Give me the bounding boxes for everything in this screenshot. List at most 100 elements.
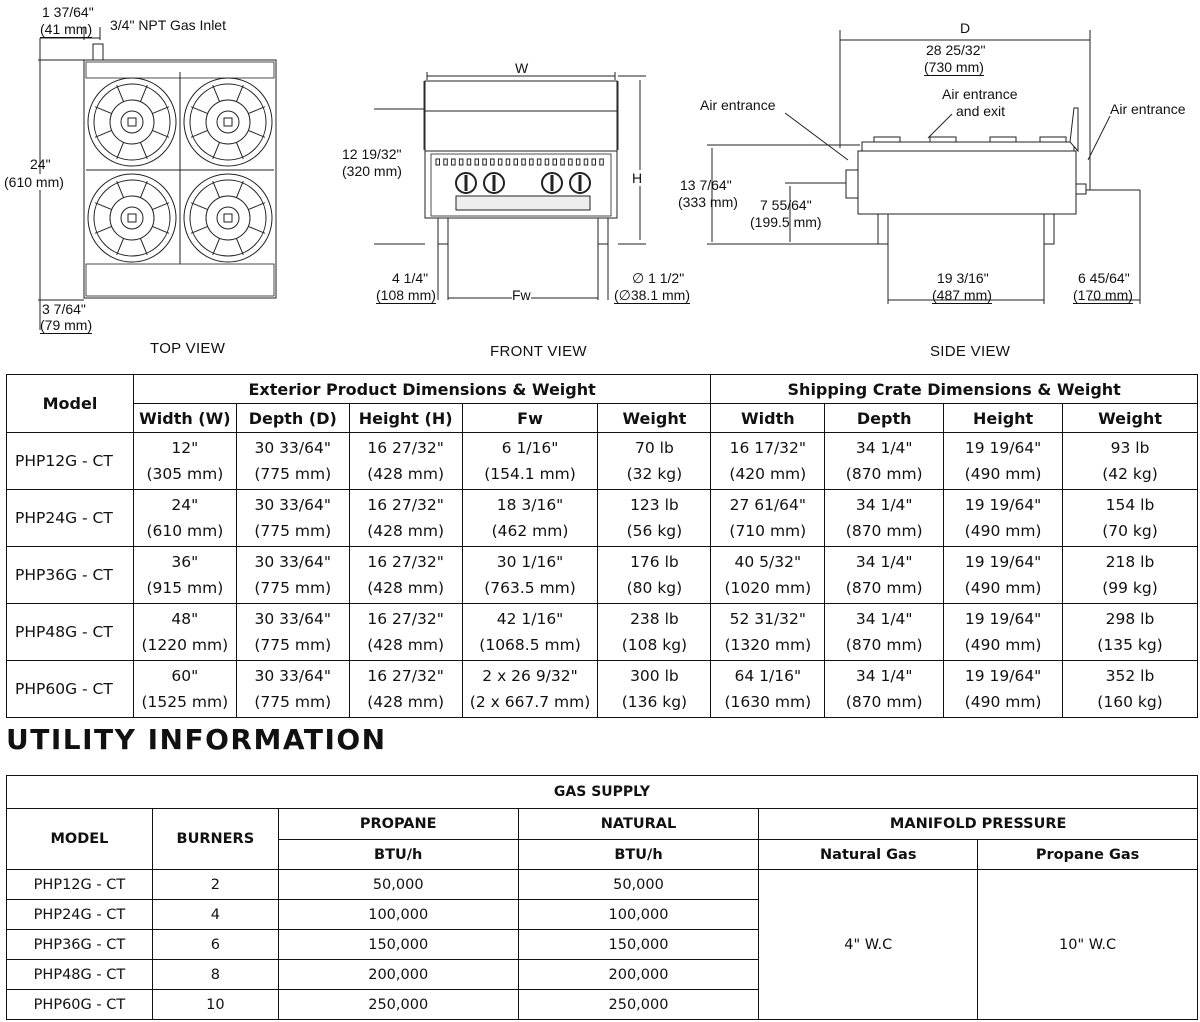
value-cell: 40 5/32"(1020 mm) xyxy=(710,546,826,604)
front-height-mm: (320 mm) xyxy=(342,163,402,179)
burner-grates xyxy=(87,77,273,263)
value-imperial: 16 27/32" xyxy=(367,553,444,571)
grate-bar xyxy=(929,136,957,143)
value-cell: 352 lb(160 kg) xyxy=(1062,660,1198,718)
value-cell: 48"(1220 mm) xyxy=(132,603,237,661)
side-base-inch: 19 3/16" xyxy=(937,270,989,286)
top-bottom-mm: (79 mm) xyxy=(40,317,93,334)
value-cell: 16 27/32"(428 mm) xyxy=(348,432,463,490)
value-imperial: 30 33/64" xyxy=(254,496,331,514)
value-imperial: 34 1/4" xyxy=(855,610,913,628)
value-imperial: 34 1/4" xyxy=(855,496,913,514)
value-cell: 19 19/64"(490 mm) xyxy=(943,546,1064,604)
vent-hole xyxy=(458,158,464,166)
value-cell: 64 1/16"(1630 mm) xyxy=(710,660,826,718)
side-rear-inch: 6 45/64" xyxy=(1078,270,1130,286)
value-metric: (870 mm) xyxy=(845,465,923,483)
value-metric: (136 kg) xyxy=(621,693,688,711)
sub-header: Weight xyxy=(1062,403,1198,433)
util-propane-cell: 200,000 xyxy=(277,959,519,990)
value-imperial: 238 lb xyxy=(630,610,679,628)
front-h-label: H xyxy=(632,170,643,186)
value-cell: 34 1/4"(870 mm) xyxy=(824,603,945,661)
value-metric: (490 mm) xyxy=(964,465,1042,483)
propane-header: PROPANE xyxy=(277,808,519,840)
value-imperial: 42 1/16" xyxy=(496,610,564,628)
vent-hole xyxy=(435,158,440,166)
vent-hole xyxy=(482,158,487,166)
value-metric: (1020 mm) xyxy=(724,579,812,597)
vent-hole xyxy=(529,158,534,166)
shipping-header: Shipping Crate Dimensions & Weight xyxy=(710,374,1198,404)
vent-hole xyxy=(583,158,589,166)
value-cell: 6 1/16"(154.1 mm) xyxy=(461,432,599,490)
value-metric: (490 mm) xyxy=(964,522,1042,540)
value-imperial: 30 33/64" xyxy=(254,553,331,571)
value-metric: (32 kg) xyxy=(626,465,683,483)
natural-gas-header: Natural Gas xyxy=(758,839,979,870)
value-imperial: 19 19/64" xyxy=(964,439,1042,457)
value-imperial: 18 3/16" xyxy=(496,496,564,514)
vent-hole xyxy=(544,158,550,166)
value-imperial: 218 lb xyxy=(1105,553,1155,571)
value-cell: 60" (1525 mm) xyxy=(132,660,237,718)
value-imperial: 16 27/32" xyxy=(367,667,444,685)
value-metric: (420 mm) xyxy=(729,465,807,483)
value-imperial: 176 lb xyxy=(630,553,679,571)
value-imperial: 19 19/64" xyxy=(964,610,1042,628)
inlet-offset-inch: 1 37/64" xyxy=(42,4,94,20)
value-cell: 30 1/16"(763.5 mm) xyxy=(461,546,599,604)
value-imperial: 19 19/64" xyxy=(964,667,1042,685)
side-view-label: SIDE VIEW xyxy=(930,343,1011,360)
value-imperial: 34 1/4" xyxy=(855,667,913,685)
value-metric: (428 mm) xyxy=(367,636,445,654)
side-height-mm: (333 mm) xyxy=(678,194,738,210)
value-metric: (462 mm) xyxy=(491,522,569,540)
value-cell: 30 33/64"(775 mm) xyxy=(235,660,350,718)
value-metric: (1220 mm) xyxy=(141,636,229,654)
util-model-cell: PHP60G - CT xyxy=(6,989,153,1020)
value-metric: (305 mm) xyxy=(146,465,224,483)
value-imperial: 16 27/32" xyxy=(367,610,444,628)
value-metric: (428 mm) xyxy=(367,579,445,597)
value-metric: (428 mm) xyxy=(367,693,445,711)
value-cell: 30 33/64"(775 mm) xyxy=(235,603,350,661)
value-metric: (1525 mm) xyxy=(141,693,229,711)
burner-icon xyxy=(87,173,177,263)
value-imperial: 19 19/64" xyxy=(964,553,1042,571)
air-entrance-exit-2: and exit xyxy=(956,103,1006,119)
technical-drawings xyxy=(38,27,1141,330)
front-view-label: FRONT VIEW xyxy=(490,343,587,360)
value-cell: 16 27/32"(428 mm) xyxy=(348,489,463,547)
burner-icon xyxy=(183,77,273,167)
value-metric: (2 x 667.7 mm) xyxy=(469,693,591,711)
util-natural-cell: 150,000 xyxy=(517,929,760,960)
front-fw-label: Fw xyxy=(512,287,531,303)
value-imperial: 6 1/16" xyxy=(501,439,559,457)
value-cell: 218 lb(99 kg) xyxy=(1062,546,1198,604)
grate-bar xyxy=(1039,136,1067,143)
control-knobs xyxy=(455,172,591,194)
value-metric: (1320 mm) xyxy=(724,636,812,654)
front-dia-mm: (∅38.1 mm) xyxy=(614,287,690,304)
value-imperial: 27 61/64" xyxy=(729,496,807,514)
propane-pressure-cell: 10" W.C xyxy=(977,869,1198,1020)
value-imperial: 19 19/64" xyxy=(964,496,1042,514)
value-cell: 123 lb(56 kg) xyxy=(597,489,712,547)
value-cell: 18 3/16" (462 mm) xyxy=(461,489,599,547)
value-metric: (70 kg) xyxy=(1102,522,1158,540)
util-model-cell: PHP24G - CT xyxy=(6,899,153,930)
dimensions-weight-table: Model Exterior Product Dimensions & Weig… xyxy=(6,374,1198,718)
sub-header: Depth xyxy=(824,403,945,433)
top-width-inch: 24" xyxy=(30,156,51,172)
value-imperial: 60" xyxy=(171,667,199,685)
natural-pressure-cell: 4" W.C xyxy=(758,869,979,1020)
grate-bar xyxy=(989,136,1017,143)
value-cell: 34 1/4"(870 mm) xyxy=(824,546,945,604)
top-width-mm: (610 mm) xyxy=(4,174,64,190)
value-cell: 238 lb(108 kg) xyxy=(597,603,712,661)
